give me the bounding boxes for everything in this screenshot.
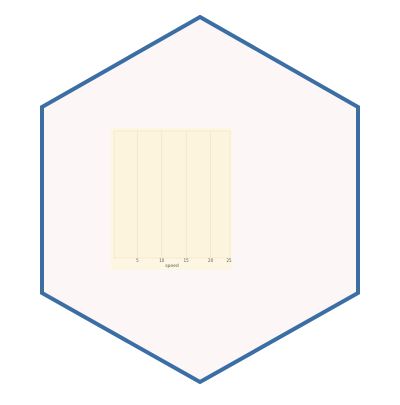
x-tick-label: 15 [184, 258, 190, 263]
x-axis-ticks: 5 10 15 20 25 [136, 258, 232, 263]
x-tick-label: 10 [159, 258, 165, 263]
x-tick-label: 5 [136, 258, 139, 263]
chart: 5 10 15 20 25 speed [111, 128, 232, 270]
x-tick-label: 20 [208, 258, 214, 263]
x-tick-label: 25 [226, 258, 232, 263]
x-axis-label: speed [165, 263, 179, 269]
gridlines [137, 131, 211, 258]
plot-area [113, 130, 231, 259]
